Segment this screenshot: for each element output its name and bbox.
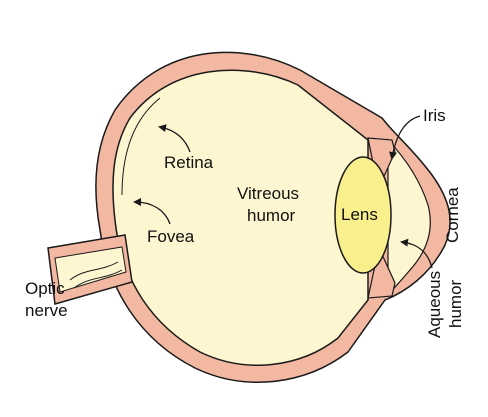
arrow-iris xyxy=(389,115,421,160)
label-vitreous-line2: humor xyxy=(247,206,296,225)
label-optic-line2: nerve xyxy=(25,301,68,320)
retina-layer xyxy=(121,97,161,196)
anterior-chamber xyxy=(387,138,431,297)
label-cornea: Cornea xyxy=(443,187,462,243)
lens xyxy=(334,156,392,274)
arrow-retina xyxy=(158,124,191,153)
label-retina: Retina xyxy=(164,153,214,172)
label-aqueous-line2: humor xyxy=(446,279,465,328)
label-iris: Iris xyxy=(423,106,446,125)
label-fovea: Fovea xyxy=(147,227,195,246)
optic-nerve-fibers xyxy=(69,261,123,289)
optic-nerve-inner xyxy=(54,246,127,293)
label-vitreous-line1: Vitreous xyxy=(237,184,299,203)
label-optic-line1: Optic xyxy=(25,279,65,298)
label-aqueous-line1: Aqueous xyxy=(425,271,444,338)
label-lens: Lens xyxy=(341,205,378,224)
arrow-fovea xyxy=(133,198,171,225)
vitreous-chamber xyxy=(112,69,369,366)
arrow-aqueous xyxy=(400,238,433,269)
